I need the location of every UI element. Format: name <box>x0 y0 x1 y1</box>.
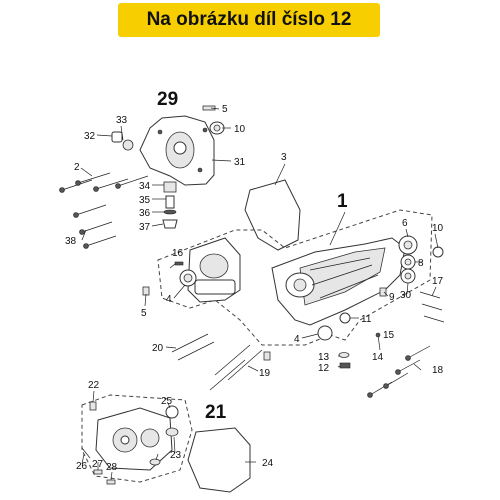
callout-38: 38 <box>65 236 77 247</box>
callout-23: 23 <box>170 450 182 461</box>
seal-part-8 <box>400 254 416 270</box>
callout-30: 30 <box>400 290 412 301</box>
callout-5-left: 5 <box>141 308 147 319</box>
bearing-part-30 <box>400 268 416 284</box>
header-title: Na obrázku díl číslo 12 <box>146 9 352 30</box>
callout-16: 16 <box>172 248 184 259</box>
cover-assembly-part-29 <box>139 115 215 186</box>
studs-part-19 <box>209 344 263 391</box>
callout-5-top: 5 <box>222 104 228 115</box>
callout-37: 37 <box>139 222 151 233</box>
main-crankcase-part-1 <box>271 237 406 326</box>
callout-6: 6 <box>402 218 408 229</box>
callout-9: 9 <box>389 292 395 303</box>
bearing-part-4-left <box>179 269 197 287</box>
callout-1: 1 <box>337 191 348 212</box>
bolt-set-part-2 <box>59 172 149 193</box>
plug-part-12 <box>339 362 351 369</box>
dowel-part-5-left <box>142 286 150 296</box>
callout-12: 12 <box>318 363 330 374</box>
callout-4-left: 4 <box>166 294 172 305</box>
gasket-part-24 <box>187 427 251 493</box>
left-crankcase-half <box>187 237 241 303</box>
callout-25: 25 <box>161 396 173 407</box>
callout-28: 28 <box>106 462 118 473</box>
lower-cover-part-21 <box>95 407 173 471</box>
callout-35: 35 <box>139 195 151 206</box>
studs-part-20 <box>171 333 215 361</box>
leader-lines <box>80 107 439 481</box>
callout-29: 29 <box>157 89 178 110</box>
callout-22: 22 <box>88 380 100 391</box>
callout-36: 36 <box>139 208 151 219</box>
callout-20: 20 <box>152 343 164 354</box>
callout-2: 2 <box>74 162 80 173</box>
seal-part-10-top <box>209 121 225 135</box>
screws-part-17 <box>419 291 445 323</box>
callout-15: 15 <box>383 330 395 341</box>
callout-13: 13 <box>318 352 330 363</box>
callout-17: 17 <box>432 276 444 287</box>
callout-10-top: 10 <box>234 124 246 135</box>
bolt-part-14-15 <box>375 332 381 351</box>
callout-11: 11 <box>361 314 372 325</box>
dowel-part-5-mid <box>263 351 271 361</box>
bearing-part-6 <box>398 235 418 255</box>
callout-24: 24 <box>262 458 274 469</box>
screw-part-16 <box>174 261 184 266</box>
washer-part-26-right <box>149 458 161 466</box>
bearing-part-25 <box>165 405 179 419</box>
header-banner: Na obrázku díl číslo 12 <box>118 3 380 37</box>
callout-32: 32 <box>84 131 96 142</box>
washer-part-13 <box>338 352 350 358</box>
callout-33: 33 <box>116 115 128 126</box>
bearing-part-4-right <box>317 325 333 341</box>
callout-27: 27 <box>92 459 104 470</box>
callout-19: 19 <box>259 368 271 379</box>
callout-14: 14 <box>372 352 384 363</box>
crankcase-group-outline <box>157 209 433 346</box>
seal-part-10-right <box>432 246 444 258</box>
gasket-part-3 <box>244 179 301 251</box>
dowel-part-22 <box>89 401 97 411</box>
bolt-set-part-38 <box>73 204 117 249</box>
callout-31: 31 <box>234 157 246 168</box>
callout-26-left: 26 <box>76 461 88 472</box>
screw-part-5-top <box>202 105 216 111</box>
callout-3: 3 <box>281 152 287 163</box>
callout-21: 21 <box>205 402 227 423</box>
spring-plug-parts-34-37 <box>162 181 178 229</box>
callout-10-right: 10 <box>432 223 444 234</box>
callout-34: 34 <box>139 181 151 192</box>
callout-4-right: 4 <box>294 334 300 345</box>
seal-part-11 <box>339 312 351 324</box>
oil-filler-cap-part-32-33 <box>111 131 134 151</box>
bearing-part-23 <box>165 427 179 437</box>
bolts-part-18 <box>367 345 431 398</box>
callout-8: 8 <box>418 258 424 269</box>
bolt-part-26-left <box>81 447 91 459</box>
callout-18: 18 <box>432 365 444 376</box>
lower-cover-group-outline <box>81 394 193 483</box>
dowel-part-9 <box>379 287 387 297</box>
